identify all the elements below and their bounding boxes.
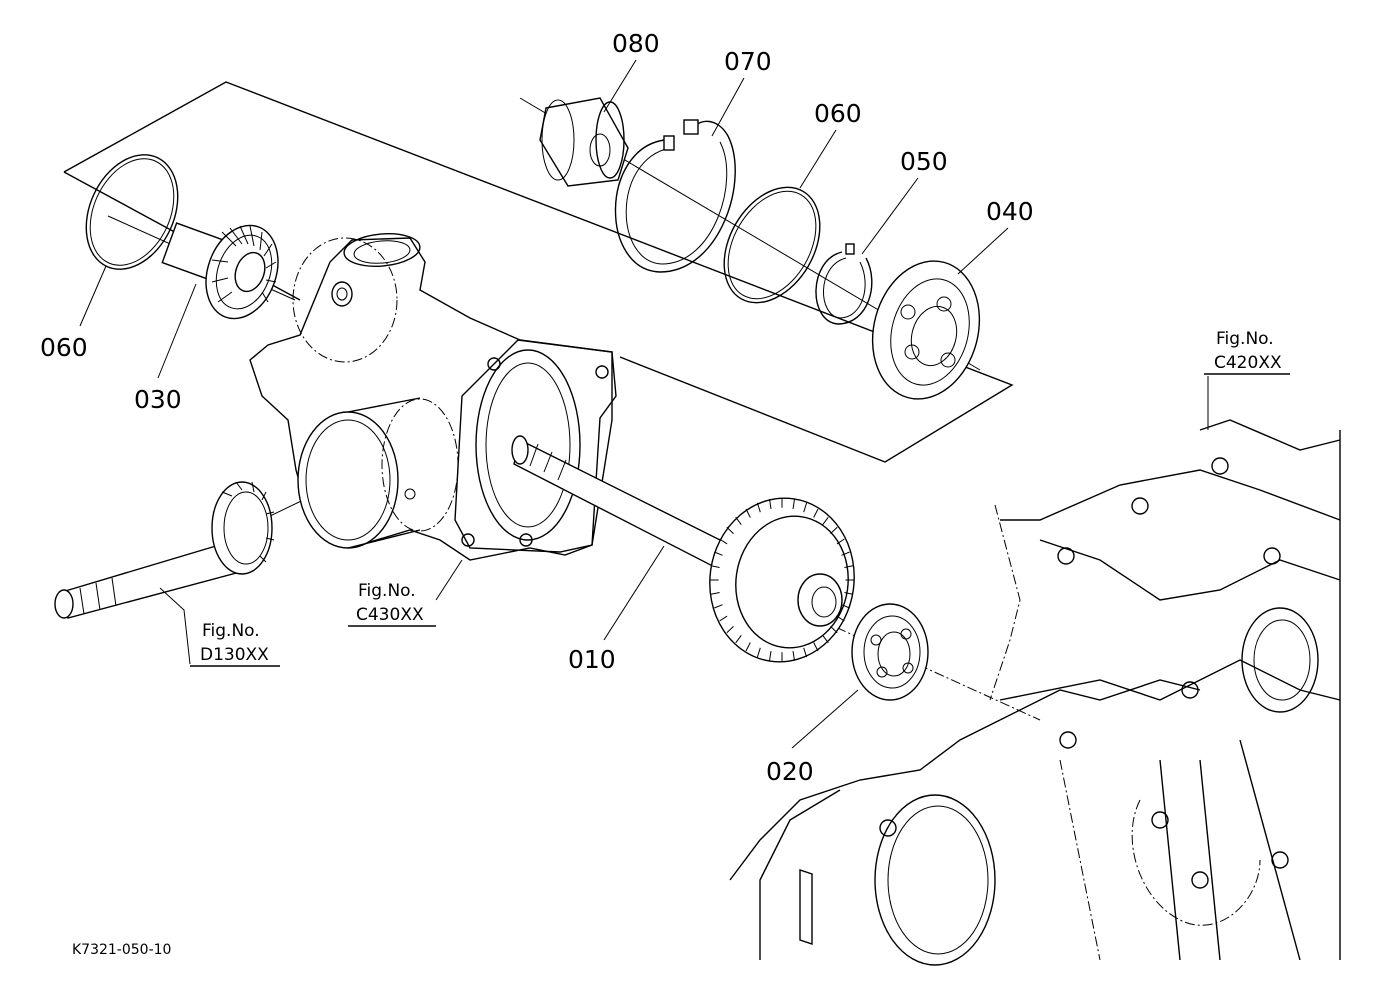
leader-lines (79, 59, 1209, 749)
o-ring-060-left (85, 154, 179, 270)
drawing-code: K7321-050-10 (72, 942, 171, 958)
bevel-gear-030 (161, 222, 279, 320)
gear-tooth (836, 615, 845, 622)
gear-tooth (735, 635, 742, 644)
part-label-060-left: 060 (40, 333, 88, 362)
part-label-070: 070 (724, 47, 772, 76)
gear-tooth (745, 642, 751, 652)
gear-tooth (726, 526, 734, 534)
part-label-040: 040 (986, 197, 1034, 226)
ball-bearing-040 (871, 260, 981, 400)
gear-tooth (711, 565, 720, 568)
fig-ref-c430-line1: Fig.No. (358, 581, 416, 601)
part-labels: 080 070 060 050 040 060 030 010 020 (40, 29, 1034, 786)
gear-tooth (844, 565, 853, 568)
gear-tooth (714, 604, 723, 609)
fig-ref-c420-line1: Fig.No. (1216, 329, 1274, 349)
figure-refs: Fig.No. D130XX Fig.No. C430XX Fig.No. C4… (190, 329, 1290, 667)
fig-ref-c430-line2: C430XX (356, 605, 424, 625)
gear-tooth (726, 626, 734, 634)
transmission-housing (249, 233, 617, 561)
gear-tooth (745, 508, 751, 518)
gear-tooth (756, 647, 761, 658)
o-ring-060-right (723, 186, 821, 304)
fig-ref-d130-line2: D130XX (200, 645, 269, 665)
fig-ref-c420-line2: C420XX (1214, 353, 1282, 373)
gear-tooth (769, 651, 772, 661)
gear-tooth (822, 516, 829, 525)
gear-tooth (769, 499, 772, 509)
part-label-020: 020 (766, 757, 814, 786)
gear-tooth (841, 604, 850, 609)
part-label-010: 010 (568, 645, 616, 674)
gear-tooth (830, 526, 838, 534)
gear-tooth (813, 508, 819, 518)
part-label-030: 030 (134, 385, 182, 414)
gear-tooth (735, 516, 742, 525)
ball-bearing-020 (851, 603, 929, 701)
gear-tooth (792, 651, 795, 661)
gear-tooth (719, 615, 728, 622)
gear-tooth (813, 642, 819, 652)
part-label-050: 050 (900, 147, 948, 176)
gear-tooth (714, 551, 723, 556)
part-label-060-right: 060 (814, 99, 862, 128)
gear-tooth (803, 502, 808, 513)
gear-tooth (711, 592, 720, 595)
snap-ring-050 (815, 243, 873, 325)
circlip-070 (614, 119, 736, 273)
gear-tooth (756, 502, 761, 513)
transmission-case-c420 (729, 419, 1341, 966)
gear-tooth (822, 635, 829, 644)
gear-tooth (844, 592, 853, 595)
gear-tooth (830, 626, 838, 634)
gear-tooth (836, 538, 845, 545)
coupler-080 (539, 97, 629, 187)
fig-ref-d130-line1: Fig.No. (202, 621, 260, 641)
pto-shaft-010 (511, 435, 855, 663)
gear-tooth (803, 647, 808, 658)
part-label-080: 080 (612, 29, 660, 58)
gear-tooth (841, 551, 850, 556)
gear-tooth (792, 499, 795, 509)
gear-tooth (719, 538, 728, 545)
input-shaft-d130 (54, 481, 275, 619)
